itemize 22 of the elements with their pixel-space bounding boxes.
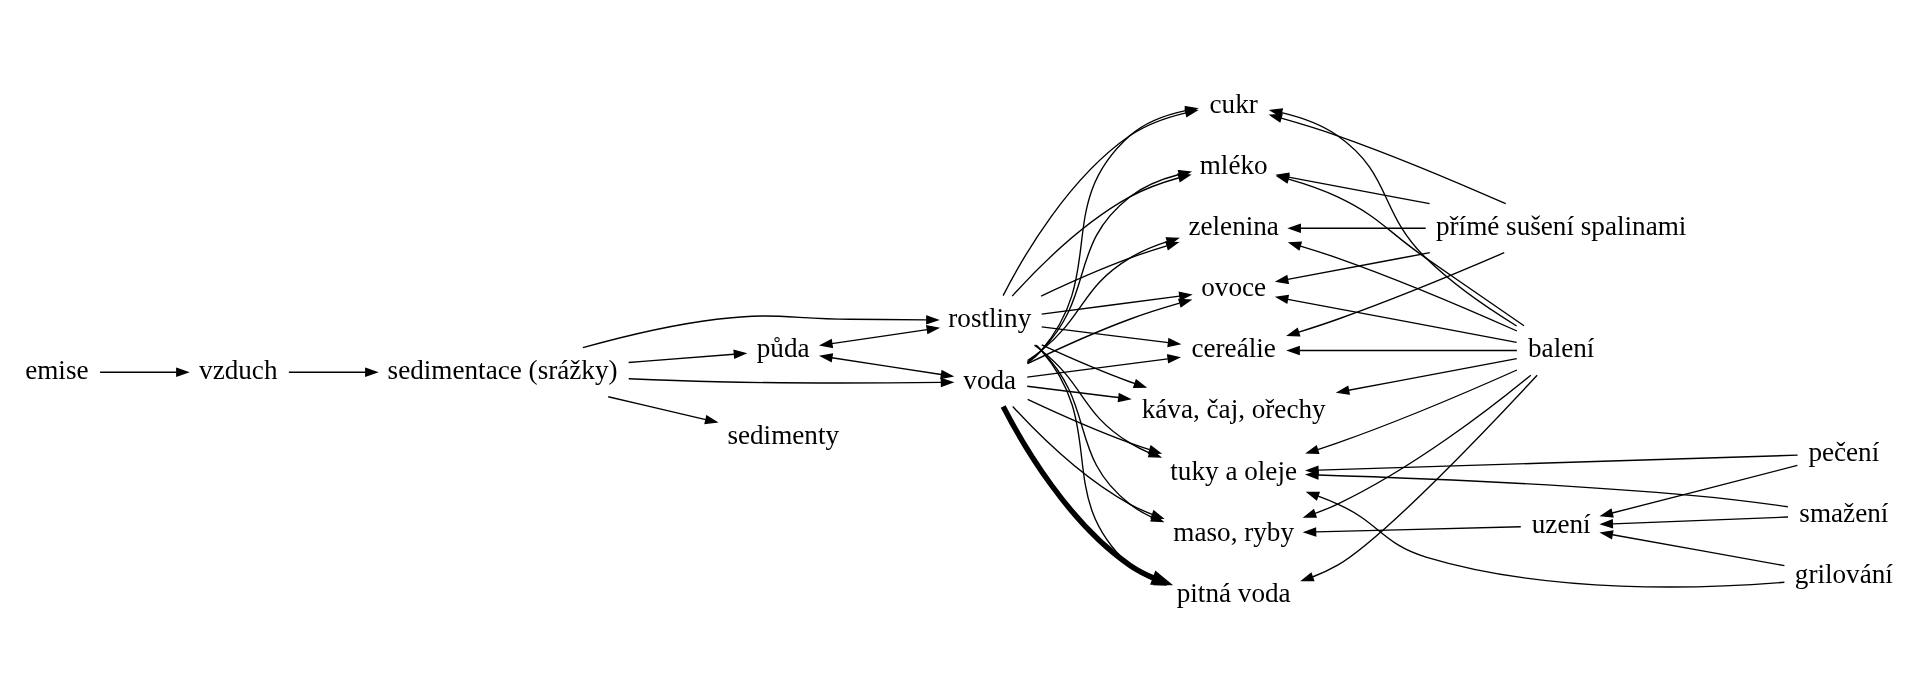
node-text: voda [963, 364, 1017, 395]
node-text: sedimentace (srážky) [387, 354, 618, 385]
node-text: maso, ryby [1173, 516, 1295, 547]
node-text: uzení [1531, 508, 1591, 539]
node-text: grilování [1794, 558, 1893, 589]
node-text: vzduch [199, 354, 278, 385]
node-text: cereálie [1191, 332, 1276, 363]
node-text: ovoce [1201, 271, 1267, 302]
node-text: půda [756, 332, 810, 363]
node-text: tuky a oleje [1170, 455, 1298, 486]
node-text: pečení [1808, 436, 1880, 467]
node-text: sedimenty [727, 419, 840, 450]
node-text: emise [25, 354, 89, 385]
node-text: cukr [1209, 88, 1258, 119]
node-text: rostliny [948, 302, 1032, 333]
node-text: káva, čaj, ořechy [1141, 393, 1326, 424]
node-text: balení [1528, 332, 1595, 363]
node-text: přímé sušení spalinami [1435, 210, 1687, 241]
node-text: smažení [1799, 497, 1889, 528]
node-text: pitná voda [1176, 577, 1291, 608]
node-text: mléko [1199, 149, 1268, 180]
node-text: zelenina [1188, 210, 1279, 241]
